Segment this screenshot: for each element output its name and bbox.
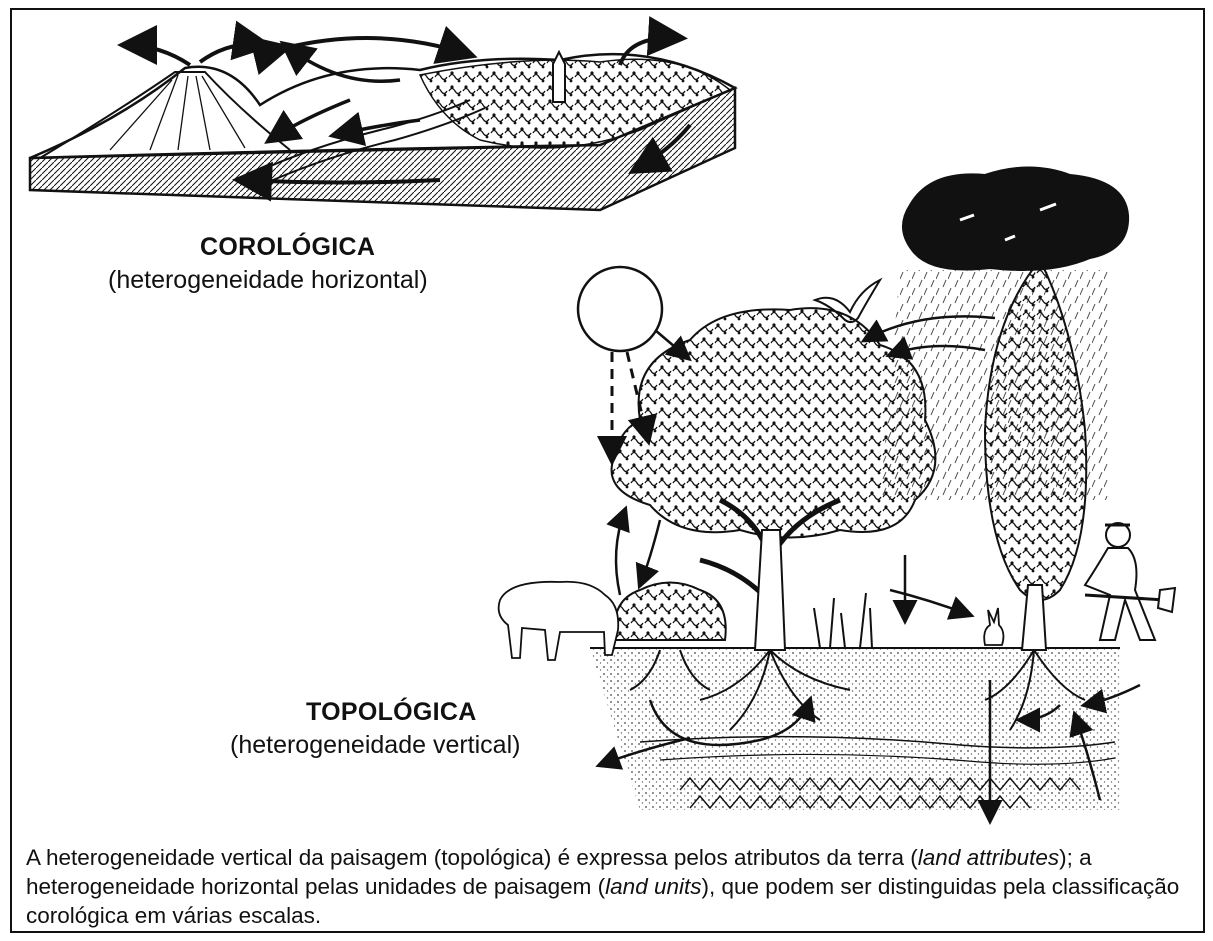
grass xyxy=(814,593,872,648)
shrub xyxy=(614,583,725,641)
landscape-block-diagram xyxy=(30,38,735,210)
vertical-ecosystem-profile xyxy=(499,168,1175,821)
caption-term-land-attributes: land attributes xyxy=(918,845,1059,870)
chorological-title: COROLÓGICA xyxy=(200,233,375,262)
rabbit-icon xyxy=(984,608,1003,645)
caption-part-1: A heterogeneidade vertical da paisagem (… xyxy=(26,845,918,870)
topological-subtitle: (heterogeneidade vertical) xyxy=(230,731,520,760)
figure-caption: A heterogeneidade vertical da paisagem (… xyxy=(26,843,1201,930)
caption-term-land-units: land units xyxy=(605,874,701,899)
sun-icon xyxy=(578,267,662,351)
person-with-axe xyxy=(1085,523,1175,640)
chorological-subtitle: (heterogeneidade horizontal) xyxy=(108,266,428,295)
topological-title: TOPOLÓGICA xyxy=(306,698,477,727)
